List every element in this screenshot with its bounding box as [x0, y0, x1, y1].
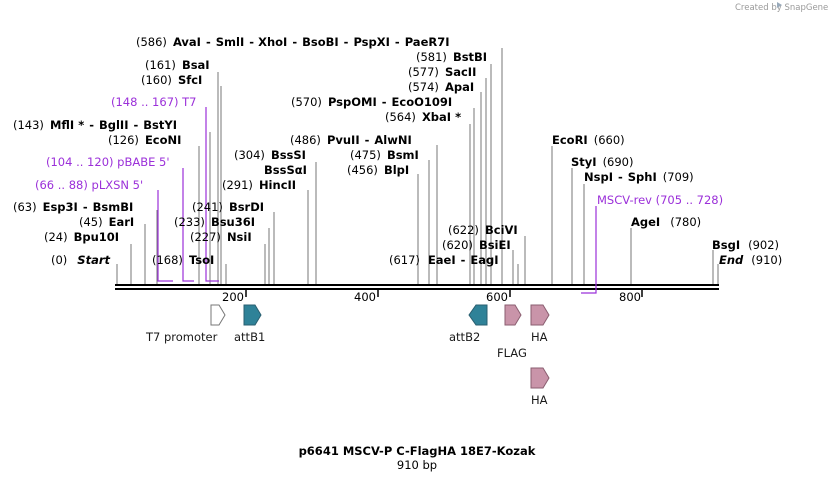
enzyme-label-bsgi: BsgI(902): [712, 238, 779, 252]
enzyme-label-apai: (574)ApaI: [408, 80, 474, 94]
primer-label-mscv: MSCV-rev (705 .. 728): [597, 193, 723, 207]
enzyme-label-avai-group: (586)AvaI-SmlI-XhoI-BsoBI-PspXI-PaeR7I: [136, 35, 450, 49]
enzyme-label-bsmi: (475)BsmI: [350, 148, 419, 162]
cut-site-lines: [116, 48, 719, 284]
plasmid-title: p6641 MSCV-P C-FlagHA 18E7-Kozak: [299, 444, 536, 458]
tick-label-800: 800: [619, 290, 641, 304]
enzyme-label-eari: (45)EarI: [79, 215, 134, 229]
primer-line-t7: [205, 107, 219, 282]
enzyme-label-nspi-group: NspI-SphI(709): [584, 170, 694, 184]
plasmid-length: 910 bp: [397, 458, 437, 472]
t7-promoter-arrow: [210, 304, 226, 326]
enzyme-label-tsoi: (168)TsoI: [152, 253, 214, 267]
t7-promoter-label: T7 promoter: [145, 330, 218, 344]
enzyme-label-ecori: EcoRI(660): [552, 133, 625, 147]
watermark-text: Created by SnapGene: [735, 3, 828, 13]
primer-lines: [157, 107, 597, 294]
primer-label-plxsn: (66 .. 88) pLXSN 5': [35, 178, 143, 192]
enzyme-label-eaei-group: (617)EaeI-EagI: [389, 253, 499, 267]
enzyme-label-start: (0)Start: [51, 253, 111, 267]
enzyme-label-bsssai: BssSαI: [264, 163, 307, 177]
enzyme-label-bcivi: (622)BciVI: [448, 223, 518, 237]
ha-label-1: HA: [531, 330, 548, 344]
axis: 200 400 600 800: [222, 290, 643, 304]
enzyme-label-styi: StyI(690): [571, 155, 634, 169]
primer-labels: (148 .. 167) T7 (104 .. 120) pBABE 5' (6…: [35, 95, 723, 207]
enzyme-label-bstbi: (581)BstBI: [416, 50, 487, 64]
flag-label: FLAG: [497, 346, 527, 360]
attb2-label: attB2: [449, 330, 480, 344]
primer-label-t7: (148 .. 167) T7: [111, 95, 197, 109]
enzyme-label-sacii: (577)SacII: [408, 65, 476, 79]
features: T7 promoter attB1 attB2 FLAG HA HA: [145, 304, 550, 407]
enzyme-label-bpu10i: (24)Bpu10I: [44, 230, 119, 244]
enzyme-label-mfli-group: (143)MflI *-BglII-BstYI: [13, 118, 177, 132]
ha-arrow-1: [530, 304, 550, 326]
enzyme-label-hincii: (291)HincII: [222, 178, 296, 192]
flag-arrow: [504, 304, 522, 326]
attb1-label: attB1: [234, 330, 265, 344]
enzyme-label-bsai: (161)BsaI: [145, 58, 210, 72]
primer-line-pbabe: [182, 168, 194, 282]
enzyme-label-blpi: (456)BlpI: [347, 163, 409, 177]
enzyme-label-pvuii-group: (486)PvuII-AlwNI: [290, 133, 412, 147]
primer-line-mscv: [581, 206, 597, 294]
enzyme-label-pspomi-group: (570)PspOMI-EcoO109I: [291, 95, 452, 109]
ha-arrow-2: [530, 367, 550, 389]
tick-label-400: 400: [354, 290, 376, 304]
primer-label-pbabe: (104 .. 120) pBABE 5': [46, 155, 170, 169]
ha-label-2: HA: [531, 393, 548, 407]
attb1-arrow: [243, 304, 262, 326]
enzyme-label-bsu36i: (233)Bsu36I: [174, 215, 255, 229]
enzyme-label-esp3i-group: (63)Esp3I-BsmBI: [13, 200, 133, 214]
tick-label-600: 600: [486, 290, 508, 304]
enzyme-label-agei: AgeI(780): [631, 215, 701, 229]
backbone: [115, 284, 719, 290]
attb2-arrow: [468, 304, 488, 326]
enzyme-label-econi: (126)EcoNI: [108, 133, 181, 147]
enzyme-label-bsiei: (620)BsiEI: [442, 238, 511, 252]
primer-line-plxsn: [157, 190, 173, 282]
tick-label-200: 200: [222, 290, 244, 304]
snapgene-logo: Created by SnapGene: [735, 2, 828, 13]
enzyme-label-end: End(910): [719, 253, 782, 267]
enzyme-label-bsssi: (304)BssSI: [234, 148, 306, 162]
enzyme-label-nsii: (227)NsiI: [190, 230, 252, 244]
enzyme-labels: (586)AvaI-SmlI-XhoI-BsoBI-PspXI-PaeR7I (…: [13, 35, 782, 267]
enzyme-label-xbai: (564)XbaI *: [385, 110, 461, 124]
snapgene-icon: [777, 2, 782, 8]
enzyme-label-bsrdi: (241)BsrDI: [192, 200, 264, 214]
enzyme-label-sfci: (160)SfcI: [141, 73, 202, 87]
